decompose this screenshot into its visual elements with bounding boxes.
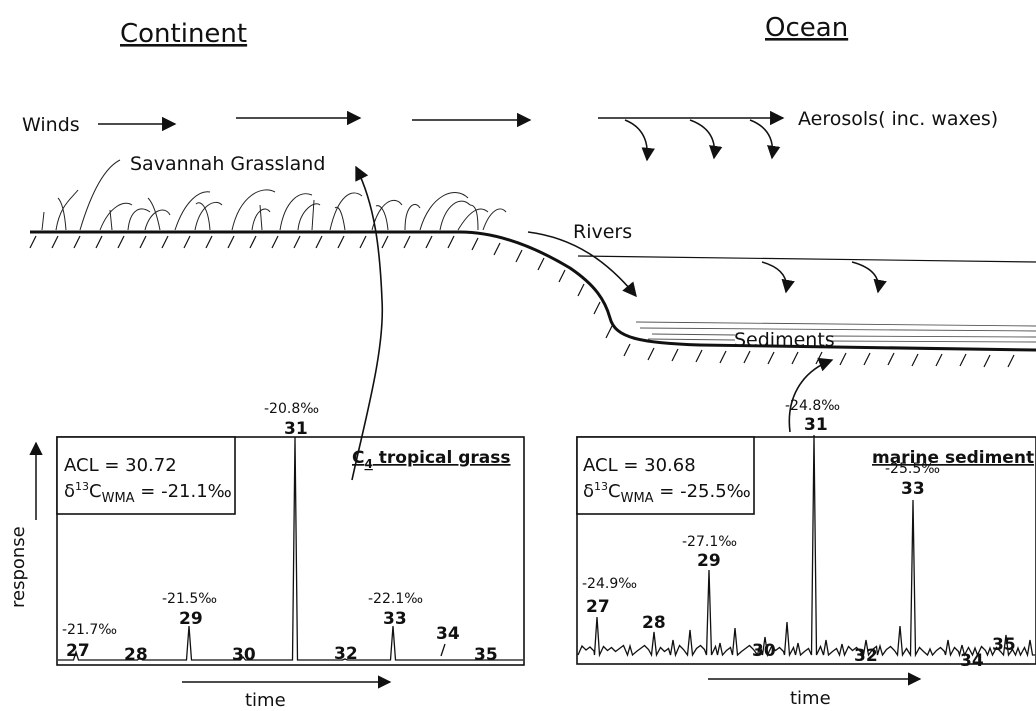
peak-label: 30 [232,645,256,665]
peak-isotope-label: -27.1‰ [682,534,737,550]
sea-surface [577,255,1036,263]
left-chart-frame [56,436,525,666]
peak-label: 35 [474,645,498,665]
peak-label: 35 [992,635,1016,655]
right-chart-frame [576,436,1036,665]
peak-label: 29 [697,551,721,571]
peak-isotope-label: -25.5‰ [885,461,940,477]
grass-source-arrow [351,165,384,481]
heading-continent: Continent [120,19,247,49]
ground-profile [30,230,1036,352]
peak-isotope-label: -22.1‰ [368,591,423,607]
peak-label: 34 [960,651,984,671]
peak-label: 27 [586,597,610,617]
sediment-source-arrow [788,357,834,433]
peak-label: 32 [854,646,878,666]
peak-label: 33 [383,609,407,629]
river-arrow [527,231,637,298]
chromatogram-trace [58,436,523,661]
chromatogram-trace [577,434,1035,658]
peak-label: 33 [901,479,925,499]
peak-isotope-label: -24.8‰ [785,398,840,414]
peak-label: 28 [124,645,148,665]
left-d13c: δ13CWMA = -21.1‰ [64,480,232,506]
left-chromatogram: 27 -21.7‰ 28 29 -21.5‰ 30 31 -20.8‰ 32 33 -22.1‰ 34… [58,401,523,665]
left-chart-title: C4 tropical grass [352,448,511,471]
peak-isotope-label: -21.5‰ [162,591,217,607]
peak-34-tick [440,643,446,657]
peak-label: 27 [66,641,90,661]
left-acl: ACL = 30.72 [64,455,177,476]
heading-ocean: Ocean [765,13,848,43]
y-axis-label: response [8,526,29,608]
left-info-box [56,436,236,515]
peak-label: 29 [179,609,203,629]
left-x-axis-label: time [245,690,286,711]
peak-isotope-label: -24.9‰ [582,576,637,592]
peak-label: 31 [804,415,828,435]
right-x-axis-label: time [790,688,831,709]
peak-label: 30 [752,641,776,661]
ocean-settling-arrows [761,261,887,294]
right-info-box [576,436,755,515]
label-sediments: Sediments [734,329,835,351]
right-chart-title: marine sediment [872,448,1034,468]
grass [41,159,507,231]
sediment-layers [635,321,1036,343]
aerosol-deposition-arrows [624,119,781,162]
label-winds: Winds [22,114,80,136]
peak-isotope-label: -21.7‰ [62,622,117,638]
label-aerosols: Aerosols( inc. waxes) [798,108,998,130]
peak-label: 28 [642,613,666,633]
wind-arrows [98,110,785,132]
right-chromatogram: 27 -24.9‰ 28 29-27.1‰ 30 31-24.8‰ 32 33 -25.5‰ 34… [577,398,1035,671]
ground-hatching [29,235,1015,368]
label-savannah: Savannah Grassland [130,153,325,175]
peak-label: 34 [436,624,460,644]
peak-label: 32 [334,644,358,664]
right-d13c: δ13CWMA = -25.5‰ [583,480,751,506]
peak-isotope-label: -20.8‰ [264,401,319,417]
label-rivers: Rivers [573,221,632,243]
right-acl: ACL = 30.68 [583,455,696,476]
peak-label: 31 [284,419,308,439]
